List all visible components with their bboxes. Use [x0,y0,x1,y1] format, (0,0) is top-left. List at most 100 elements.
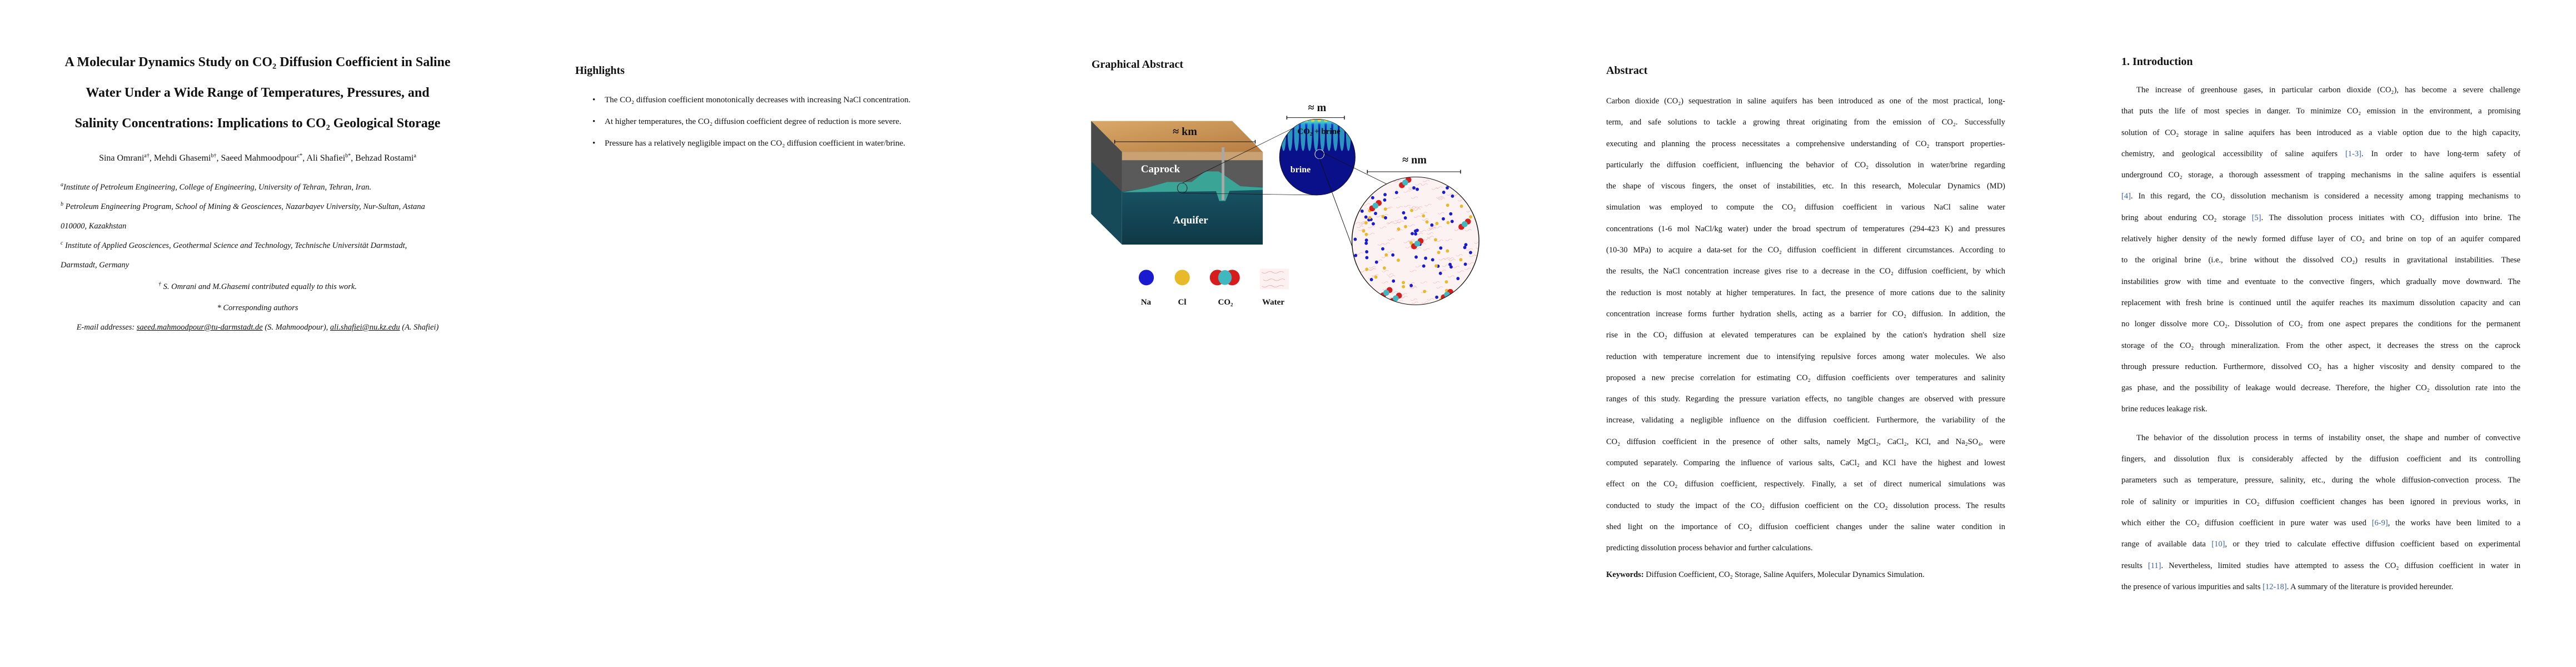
citation-link[interactable]: [6-9] [2371,518,2388,527]
water-molecule [1464,296,1472,298]
na-ion [1469,251,1472,255]
abstract-heading: Abstract [1606,64,1648,77]
email-owner: (A. Shafiei) [400,323,439,332]
text-line: to the original brine (i.e., brine witho… [2121,255,2520,276]
text-segment: fingers, and dissolution flux is conside… [2121,455,2520,464]
water-molecule [1401,296,1408,298]
water-molecule [1427,298,1434,301]
water-molecule [1397,221,1404,223]
bullet-icon: • [592,96,596,104]
affiliation-c: c Institute of Applied Geosciences, Geot… [61,241,407,251]
water-molecule [1467,262,1474,265]
text-line: through pressure reduction. Furthermore,… [2121,361,2520,382]
water-molecule [1474,241,1479,244]
water-molecule [1447,193,1454,196]
text-segment: instabilities grow with time and eventua… [2121,277,2520,286]
highlights-heading: Highlights [575,64,625,77]
cl-ion [1362,229,1366,233]
affiliation-c-cont: Darmstadt, Germany [61,261,129,270]
convection-finger [1281,119,1286,151]
text-segment: The increase of greenhouse gases, in par… [2136,86,2520,94]
affiliation-marker: a [61,182,63,188]
water-molecule [1382,270,1389,272]
email-link[interactable]: saeed.mahmoodpour@tu-darmstadt.de [136,323,263,332]
na-ion [1442,191,1446,195]
text-line: the shape of viscous fingers, the onset … [1606,181,2005,202]
water-molecule [1413,216,1421,218]
cl-ion [1402,281,1406,285]
na-ion [1412,186,1416,190]
cl-ion [1465,190,1469,193]
co2-molecule [1411,238,1424,250]
water-molecule [1353,272,1361,275]
injection-well [1222,147,1225,200]
text-segment: . In this regard, the CO₂ dissolution me… [2130,192,2520,201]
text-line: term, and safe solutions to tackle a gro… [1606,117,2005,138]
email-label: E-mail addresses: [76,323,137,332]
citation-link[interactable]: [5] [2251,213,2261,222]
affiliation-a: aInstitute of Petroleum Engineering, Col… [61,182,371,192]
text-line: effect on the CO₂ diffusion coefficient,… [1606,479,2005,500]
citation-link[interactable]: [4] [2121,192,2131,201]
text-line: instabilities grow with time and eventua… [2121,276,2520,297]
water-molecule [1414,208,1421,211]
water-molecule [1372,274,1379,277]
co2-brine-label: CO₂ + brine [1297,127,1341,136]
water-molecule [1427,232,1434,235]
na-ion [1430,223,1434,227]
citation-link[interactable]: [1-3] [2345,149,2361,158]
na-ion [1414,232,1418,236]
author-name: Saeed Mahmoodpour [221,153,297,163]
cl-ion [1356,274,1359,278]
na-ion [1416,228,1419,232]
water-molecule [1411,301,1419,304]
text-line: bring about enduring CO₂ storage [5]. Th… [2121,212,2520,233]
cl-ion [1474,281,1478,285]
email-link[interactable]: ali.shafiei@nu.kz.edu [330,323,400,332]
text-segment: effect on the CO₂ diffusion coefficient,… [1606,480,2005,489]
water-molecule [1452,266,1460,268]
legend-na-icon [1138,270,1154,286]
citation-link[interactable]: [10] [2211,540,2225,549]
cl-ion [1446,203,1449,207]
water-molecule [1409,206,1416,208]
cl-ion [1434,264,1438,268]
na-ion [1369,180,1373,183]
na-ion [1364,238,1368,242]
cube-side-rock [1091,121,1122,192]
co2-molecule [1458,218,1471,230]
zoom-connector [1319,151,1387,184]
water-molecule [1445,238,1452,241]
water-molecule [1367,232,1375,235]
na-ion [1446,186,1449,190]
na-ion [1403,216,1407,220]
water-molecule [1466,190,1474,192]
text-segment: chemistry, and geological accessibility … [2121,149,2345,158]
text-segment: results [2121,561,2148,570]
water-molecule [1457,270,1464,273]
citation-link[interactable]: [11] [2148,561,2161,570]
na-ion [1364,241,1368,245]
cl-ion [1434,238,1437,242]
author-separator: , [149,153,154,163]
text-line: rise in the CO₂ diffusion at elevated te… [1606,330,2005,351]
cl-ion [1383,207,1387,211]
water-molecule [1428,226,1436,229]
water-molecule [1420,212,1428,215]
keywords: Keywords: Diffusion Coefficient, CO₂ Sto… [1606,570,1925,580]
cl-ion [1469,178,1473,182]
cl-ion [1444,280,1448,284]
water-molecule [1442,265,1449,267]
cl-ion [1456,295,1459,298]
text-segment: solution of CO₂ storage in saline aquife… [2121,128,2520,137]
na-ion [1472,188,1476,192]
keywords-text: Diffusion Coefficient, CO₂ Storage, Sali… [1643,570,1925,579]
convection-finger [1326,119,1332,151]
graphical-abstract-figure [1091,116,1479,305]
water-molecule [1447,275,1455,278]
text-line: [4]. In this regard, the CO₂ dissolution… [2121,191,2520,212]
cl-ion [1374,275,1378,279]
citation-link[interactable]: [12-18] [2263,582,2287,591]
water-molecule [1437,212,1445,215]
water-molecule [1387,250,1394,253]
